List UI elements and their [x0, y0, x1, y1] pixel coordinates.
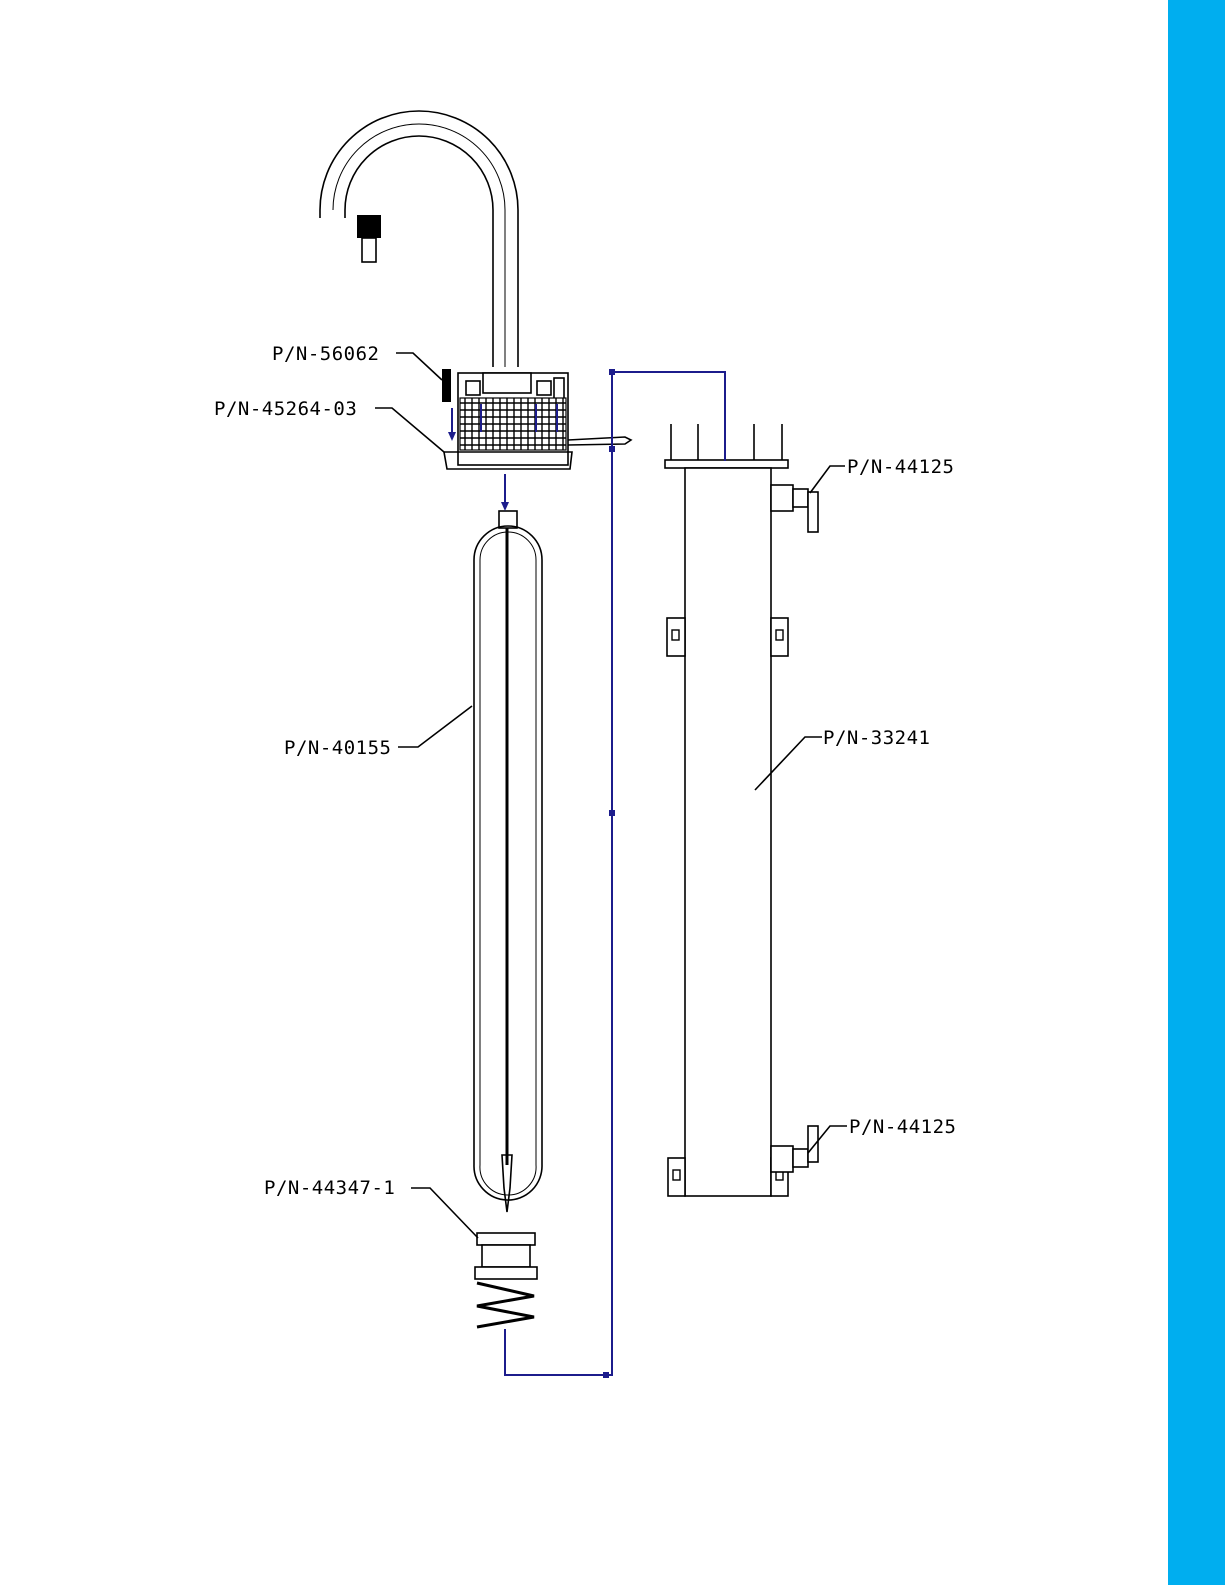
label-pn-45264-03: P/N-45264-03 — [214, 398, 357, 420]
sidebar-stripe — [1168, 0, 1225, 1585]
end-cap-spring — [475, 1233, 537, 1327]
filter-housing — [665, 424, 818, 1196]
spout-nozzle — [357, 215, 381, 238]
gooseneck-spout — [320, 111, 518, 367]
label-pn-44347-1: P/N-44347-1 — [264, 1177, 395, 1199]
label-pn-40155: P/N-40155 — [284, 737, 391, 759]
filter-cartridge — [474, 511, 542, 1212]
label-pn-56062: P/N-56062 — [272, 343, 379, 365]
head-tube — [568, 437, 631, 445]
label-pn-44125-bottom: P/N-44125 — [849, 1116, 956, 1138]
assembly-flow-lines — [448, 369, 725, 1378]
label-pn-44125-top: P/N-44125 — [847, 456, 954, 478]
head-clip — [442, 369, 451, 402]
label-pn-33241: P/N-33241 — [823, 727, 930, 749]
spring — [477, 1283, 534, 1327]
assembly-diagram: P/N-56062 P/N-45264-03 P/N-40155 P/N-443… — [0, 0, 1160, 1585]
